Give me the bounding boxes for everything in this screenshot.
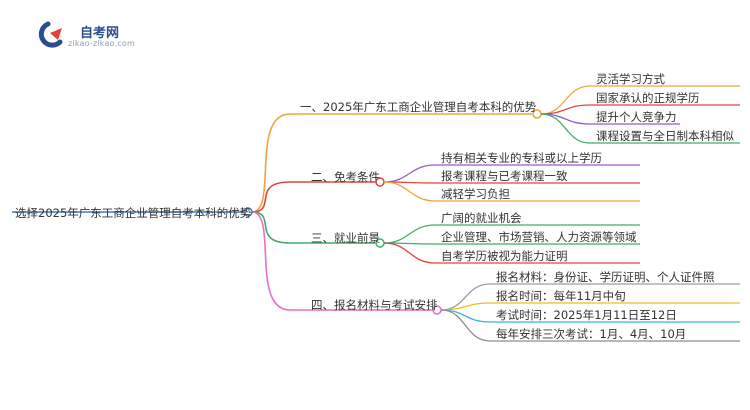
branch-3-label: 三、就业前景: [311, 231, 380, 245]
site-logo-title: 自考网: [80, 26, 120, 41]
site-logo-icon: [30, 20, 70, 54]
branch-3-child-1: 广阔的就业机会: [441, 211, 522, 225]
branch-1-child-4-edge: [540, 113, 591, 144]
branch-3-edge: [251, 211, 291, 244]
branch-4-edge: [251, 211, 291, 311]
root-node-circle: [243, 207, 253, 217]
mindmap-root: 选择2025年广东工商企业管理自考本科的优势: [15, 206, 252, 220]
branch-4-child-2: 报名时间：每年11月中旬: [496, 289, 626, 303]
branch-3-child-3-edge: [383, 242, 436, 264]
branch-4-child-3: 考试时间：2025年1月11日至12日: [496, 308, 677, 322]
branch-2-child-3-edge: [383, 181, 436, 202]
branch-4-label: 四、报名材料与考试安排: [311, 298, 438, 312]
branch-1-edge: [251, 113, 291, 213]
branch-1-child-1: 灵活学习方式: [596, 72, 665, 86]
branch-2-child-3: 减轻学习负担: [441, 187, 510, 201]
branch-2-child-2: 报考课程与已考课程一致: [441, 169, 568, 183]
branch-1-child-2: 国家承认的正规学历: [596, 91, 700, 105]
branch-3-child-3: 自考学历被视为能力证明: [441, 249, 568, 263]
branch-2-child-1: 持有相关专业的专科或以上学历: [441, 151, 602, 165]
branch-2-edge: [251, 181, 291, 213]
branch-1-label: 一、2025年广东工商企业管理自考本科的优势: [300, 100, 537, 114]
branch-1-child-3: 提升个人竞争力: [596, 110, 677, 124]
branch-3-child-2: 企业管理、市场营销、人力资源等领域: [441, 230, 637, 244]
branch-1-child-4: 课程设置与全日制本科相似: [596, 129, 734, 143]
site-logo-url: zikao-zikao.com: [68, 39, 135, 48]
branch-2-label: 二、免考条件: [311, 170, 380, 184]
branch-4-child-1: 报名材料：身份证、学历证明、个人证件照: [496, 270, 715, 284]
branch-4-child-4: 每年安排三次考试：1月、4月、10月: [496, 327, 687, 341]
branch-4-child-4-edge: [440, 309, 491, 342]
